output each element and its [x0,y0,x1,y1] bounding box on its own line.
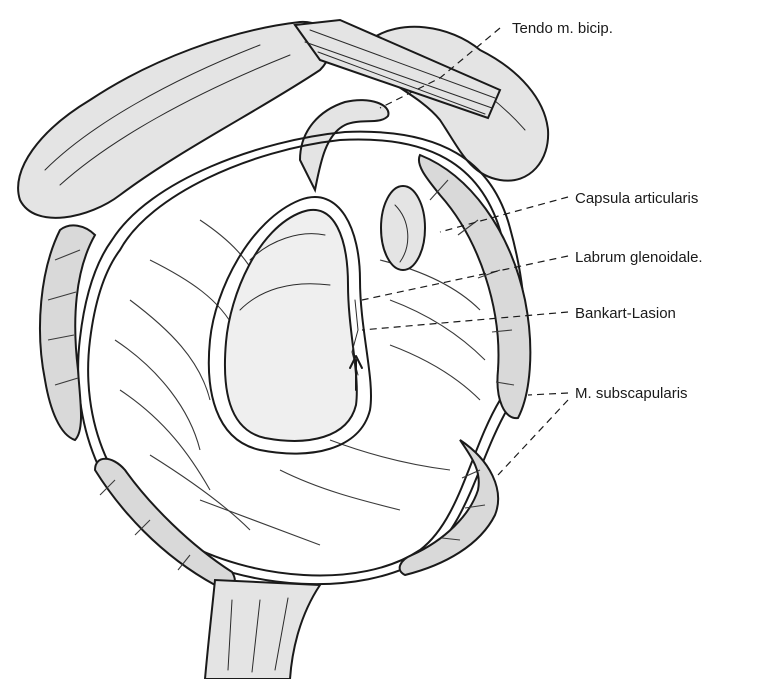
label-labrum-glenoidale: Labrum glenoidale. [575,249,703,266]
label-bankart-lesion: Bankart-Lasion [575,305,676,322]
leader-bankart [362,312,568,330]
humeral-head-opening [381,186,425,270]
label-m-subscapularis: M. subscapularis [575,385,688,402]
acromion [18,22,330,218]
leader-subscap-1 [528,393,568,395]
label-capsula-articularis: Capsula articularis [575,190,698,207]
label-tendo-m-bicip: Tendo m. bicip. [512,20,613,37]
glenoid-cavity [209,197,371,454]
humeral-shaft [205,580,320,679]
